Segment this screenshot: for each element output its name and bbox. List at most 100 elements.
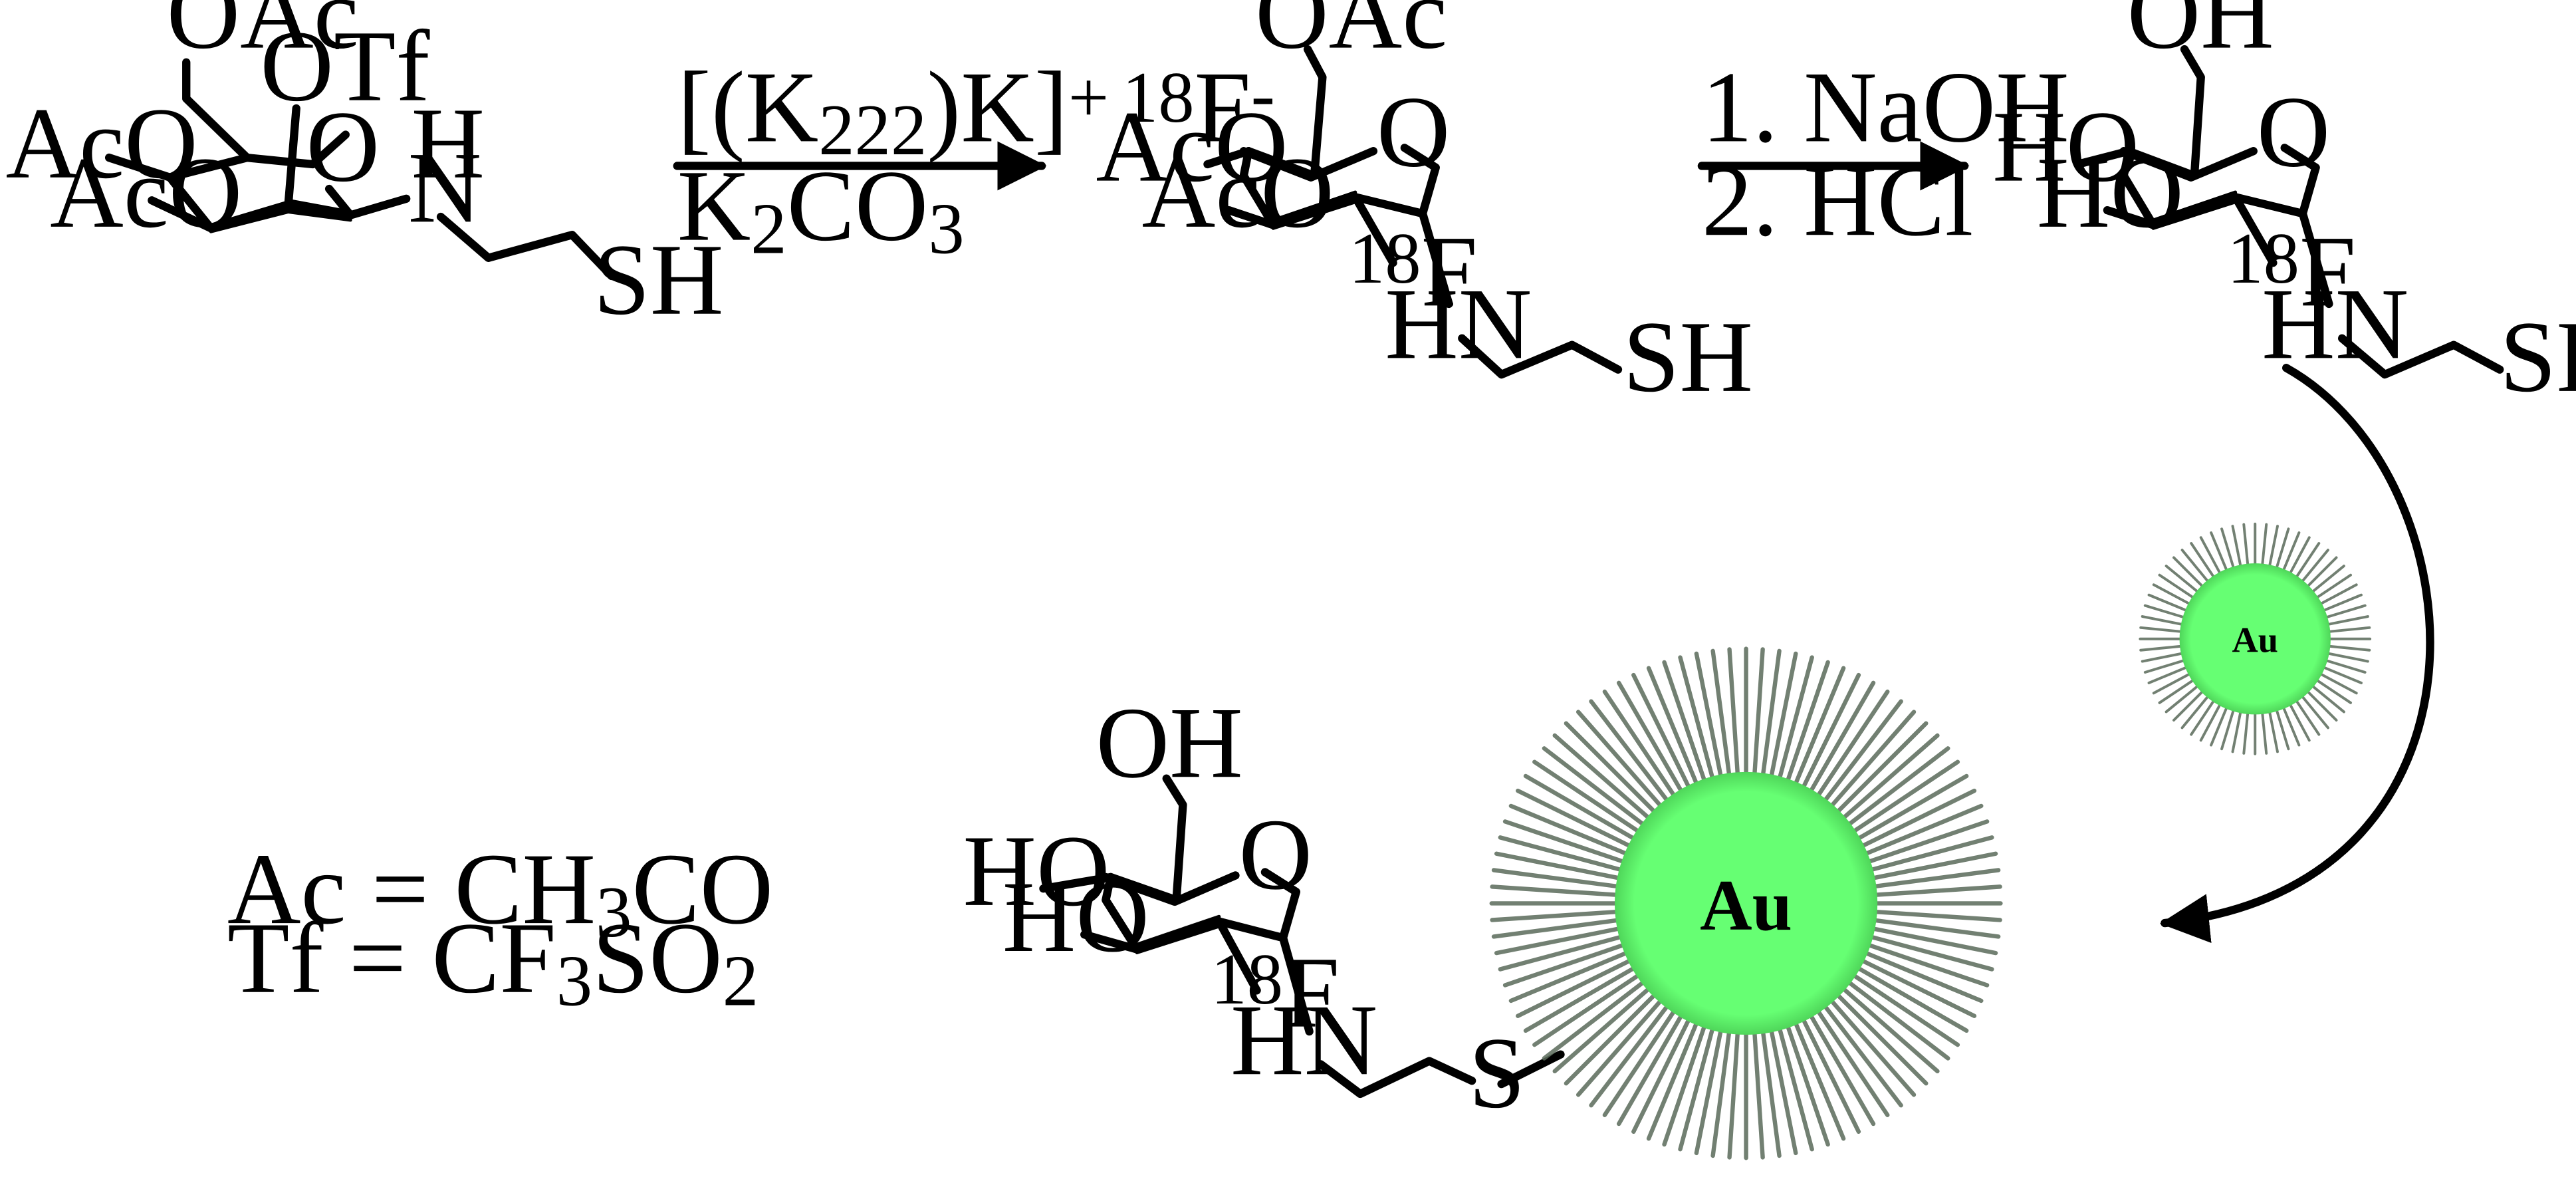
fluorine-18-label: 18F	[2227, 215, 2356, 328]
hn-label: HN	[2262, 268, 2408, 380]
nanoparticle-spike	[1853, 938, 1990, 988]
conjugation-curved-arrow	[2160, 364, 2434, 943]
nanoparticle-spike	[1552, 733, 1662, 830]
nanoparticle-spike	[1494, 851, 1636, 883]
ac-definition: Ac = CH3CO	[227, 833, 773, 952]
nanoparticle-spike	[1516, 788, 1645, 855]
nanoparticle-spike	[1532, 965, 1653, 1047]
nanoparticle-spike	[1616, 680, 1691, 806]
fluorine-18-label: 18F	[1211, 937, 1340, 1049]
nanoparticle-spike	[1631, 672, 1698, 803]
nanoparticle-spike	[1564, 982, 1667, 1086]
nanoparticle-spike	[1835, 746, 1950, 836]
ring-oxygen-label: O	[1377, 76, 1451, 188]
nanoparticle-spike	[1847, 952, 1977, 1018]
nanoparticle-spike	[1808, 689, 1890, 810]
sulfur-label: S	[1468, 1017, 1525, 1130]
nanoparticle-spike	[1850, 945, 1984, 1003]
nanoparticle-spike	[1857, 916, 2001, 939]
oac-label: OAc	[167, 0, 359, 70]
nh-n-label: N	[408, 132, 482, 244]
carbonate-base-label: K2CO3	[677, 150, 965, 269]
oac-label: OAc	[1255, 0, 1447, 70]
nanoparticle-spike	[1490, 884, 1634, 898]
nanoparticle-spike	[1694, 1013, 1726, 1156]
hn-label: HN	[1385, 268, 1532, 380]
nanoparticle-spike	[1788, 666, 1846, 799]
nanoparticle-spike	[1758, 648, 1782, 792]
nanoparticle-spike	[1843, 773, 1969, 849]
nanoparticle-spike	[1727, 647, 1741, 791]
nanoparticle-spike	[1801, 1000, 1876, 1127]
nanoparticle-spike	[1710, 1015, 1734, 1158]
nanoparticle-spike	[1850, 803, 1984, 862]
nanoparticle-spike	[1576, 988, 1673, 1097]
nanoparticle-spike	[1678, 655, 1719, 795]
nanoparticle-spike	[1780, 660, 1830, 797]
nanoparticle-spike	[1835, 971, 1950, 1061]
nanoparticle-spike	[1576, 710, 1673, 819]
reaction-arrow-1: [(K222)K]+18F- K2CO3	[673, 51, 1275, 269]
nanoparticle-spike	[1794, 672, 1861, 803]
ho-label: HO	[963, 815, 1110, 928]
nanoparticle-spike	[1857, 868, 2001, 891]
hn-label: HN	[1230, 984, 1377, 1097]
nanoparticle-spike	[1801, 680, 1876, 806]
nanoparticle-spike	[1498, 930, 1637, 972]
fluoride-reagent-label: [(K222)K]+18F-	[677, 51, 1275, 170]
nanoparticle-spike	[1774, 1012, 1814, 1152]
nanoparticle-spike	[1523, 773, 1649, 849]
nanoparticle-spike	[1814, 699, 1903, 815]
sh-label: SH	[1623, 301, 1753, 414]
nanoparticle-spike	[1532, 759, 1653, 842]
starting-material: OAc OTf O AcO AcO H N SH	[6, 0, 724, 336]
nanoparticle-spike	[1602, 996, 1685, 1117]
nanoparticle-spike	[1646, 666, 1704, 799]
acetylated-intermediate: OAc O AcO AcO 18F HN SH	[1096, 0, 1754, 414]
nanoparticle-spike	[1855, 835, 1994, 876]
nanoparticle-spike	[1589, 992, 1679, 1108]
nanoparticle-spike	[1825, 982, 1929, 1086]
nanoparticle-spike	[1516, 952, 1645, 1018]
small-gold-nanoparticle: Au	[2139, 522, 2372, 755]
ring-oxygen-label: O	[2257, 76, 2331, 188]
naoh-step-label: 1. NaOH	[1702, 51, 2069, 164]
nanoparticle-spike	[1523, 958, 1649, 1033]
nanoparticle-spike	[1564, 721, 1667, 825]
nanoparticle-spike	[1751, 1015, 1765, 1160]
nanoparticle-spike	[1542, 971, 1657, 1061]
nanoparticle-spike	[1847, 788, 1977, 855]
deprotected-product: OH O HO HO 18F HN SH	[1992, 0, 2576, 414]
nanoparticle-spike	[1855, 930, 1994, 972]
nanoparticle-spike	[1814, 992, 1903, 1108]
otf-label: OTf	[260, 11, 429, 123]
nanoparticle-spike	[1808, 996, 1890, 1117]
aco-label: AcO	[50, 137, 242, 249]
nanoparticle-spike	[1858, 908, 2002, 922]
aco-label: AcO	[1096, 91, 1288, 203]
nanoparticle-spike	[1853, 819, 1990, 869]
nanoparticle-spike	[1490, 908, 1634, 922]
nanoparticle-spike	[1710, 648, 1734, 792]
nanoparticle-spike	[1498, 835, 1637, 876]
nanoparticle-spike	[1788, 1007, 1846, 1141]
nanoparticle-spike	[1646, 1007, 1704, 1141]
ho-label: HO	[1002, 861, 1149, 974]
nanoparticle-spike	[1508, 945, 1643, 1003]
nanoparticle-spike	[1727, 1015, 1741, 1160]
nanoparticle-spike	[1678, 1012, 1719, 1152]
ring-oxygen-label: O	[306, 91, 380, 203]
nanoparticle-spike	[1552, 977, 1662, 1074]
ho-label: HO	[1992, 91, 2139, 203]
hcl-step-label: 2. HCl	[1702, 145, 1973, 257]
nanoparticle-spike	[1494, 923, 1636, 956]
nanoparticle-spike	[1843, 958, 1969, 1033]
nanoparticle-spike	[1508, 803, 1643, 862]
nanoparticle-spike	[1758, 1015, 1782, 1158]
sh-label: SH	[594, 224, 724, 336]
nanoparticle-spike	[1694, 651, 1726, 793]
nanoparticle-spike	[1502, 938, 1640, 988]
au-label: Au	[2232, 620, 2278, 660]
nanoparticle-spike	[1662, 660, 1712, 797]
